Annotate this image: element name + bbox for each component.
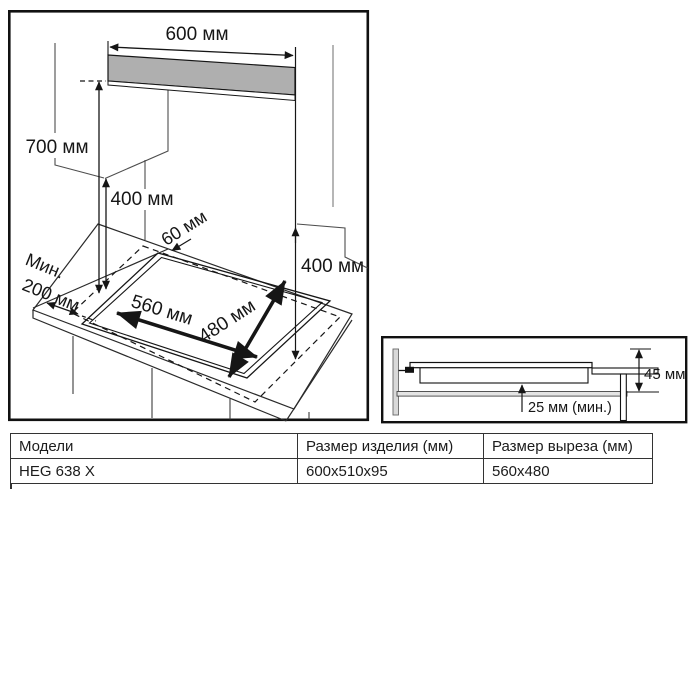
cell-model: HEG 638 X [10,458,298,484]
wall-lines [54,43,368,269]
section-frame [381,336,688,424]
label-bg [24,136,90,157]
cell-product-size: 600x510x95 [297,458,484,484]
dim-200-dash [81,315,97,322]
dim-45-label: 45 мм [644,366,685,383]
section-shelf [396,391,628,397]
dim-600-arrow [109,43,294,60]
section-hob-body [419,366,589,384]
header-cutout-size: Размер выреза (мм) [483,433,653,459]
cabinet-lines [72,336,310,420]
dim-400-left-label: 400 мм [110,189,173,210]
main-diagram-frame [8,10,370,422]
dim-560-label: 560 мм [129,291,195,330]
spec-table-header-row: Модели Размер изделия (мм) Размер выреза… [10,433,653,459]
spec-table-data-row: HEG 638 X 600x510x95 560x480 [10,458,653,484]
dim-60-arrow [171,238,192,252]
cell-cutout-size: 560x480 [483,458,653,484]
header-models: Модели [10,433,298,459]
cross-section-diagram: 25 мм (мин.) 45 мм [381,336,688,424]
section-bracket-block [405,366,414,373]
dim-400-right-label: 400 мм [301,256,364,277]
spec-table: Модели Размер изделия (мм) Размер выреза… [10,433,653,484]
dim-480-arrow [227,280,287,378]
section-side-wall [392,348,399,416]
header-product-size: Размер изделия (мм) [297,433,484,459]
installation-diagram: 600 мм 700 мм 400 мм 400 мм 60 мм Мин. 2… [8,10,370,422]
dim-200-label: 200 мм [20,275,83,316]
dim-200-arrow [46,302,79,315]
section-trim-stem [619,373,627,422]
table-border-stub [10,483,12,489]
dim-700-label: 700 мм [25,137,88,158]
dim-600-label: 600 мм [165,24,228,45]
label-bg [110,189,175,210]
countertop [32,223,353,422]
dim-25-label: 25 мм (мин.) [528,400,612,416]
section-hob-glass [409,361,593,369]
